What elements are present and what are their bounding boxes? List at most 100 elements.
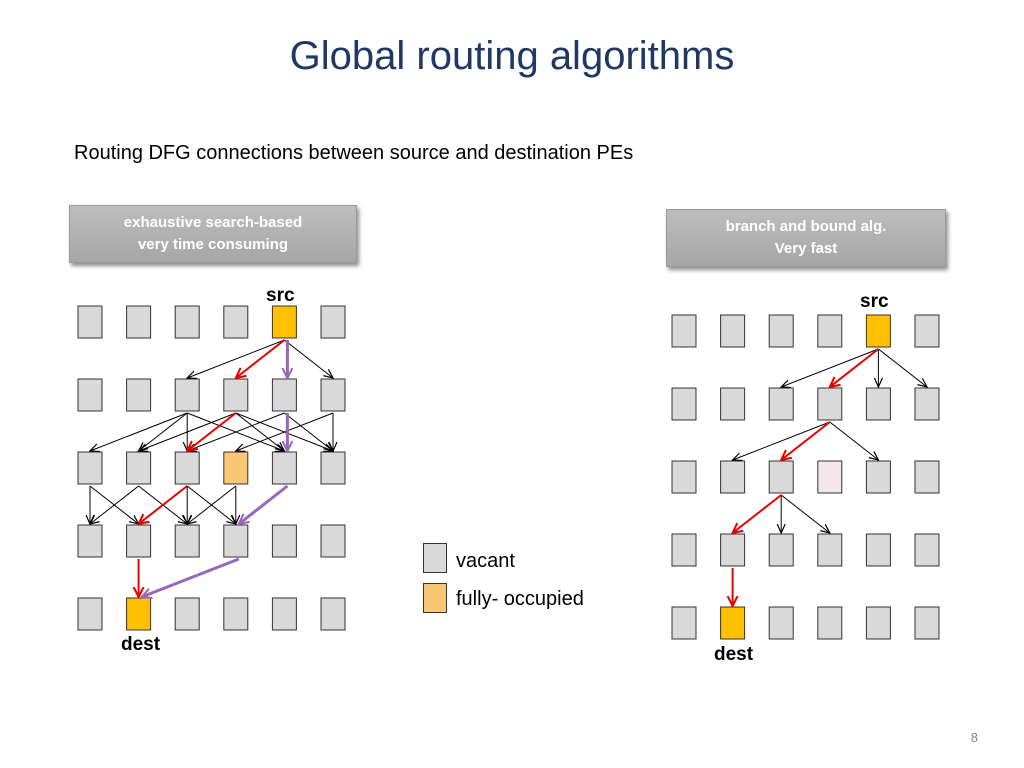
- right-pe-r3-c1: [720, 533, 746, 567]
- right-pe-r4-c5: [914, 606, 940, 640]
- left-search-edge: [284, 339, 333, 378]
- right-pe-r0-c2: [768, 314, 794, 348]
- left-search-edge: [187, 339, 285, 378]
- left-pe-r4-c2: [174, 597, 200, 631]
- left-pe-r4-c4: [271, 597, 297, 631]
- left-pe-r2-c5: [320, 451, 346, 485]
- left-pe-r0-c5: [320, 305, 346, 339]
- left-pe-r0-c4: [271, 305, 297, 339]
- left-search-edge: [187, 485, 237, 524]
- left-dest-label: dest: [121, 634, 161, 655]
- right-pe-r4-c2: [768, 606, 794, 640]
- left-search-edges: [90, 339, 334, 597]
- left-search-edge: [90, 485, 139, 524]
- right-pe-r3-c3: [817, 533, 843, 567]
- left-pe-r2-c2: [174, 451, 200, 485]
- left-pe-r1-c4: [271, 378, 297, 412]
- left-pe-r1-c3: [223, 378, 249, 412]
- right-pe-r3-c0: [671, 533, 697, 567]
- left-search-edge: [187, 412, 285, 451]
- page-title: Global routing algorithms: [289, 34, 735, 78]
- left-purple-path-segment: [239, 484, 289, 524]
- right-pe-r4-c1: [720, 606, 746, 640]
- right-pe-r3-c2: [768, 533, 794, 567]
- right-pe-r2-c1: [720, 460, 746, 494]
- right-search-edge: [878, 348, 927, 387]
- left-pe-r2-c4: [271, 451, 297, 485]
- left-pe-r4-c0: [77, 597, 103, 631]
- exhaustive-search-callout: exhaustive search-based very time consum…: [69, 205, 357, 263]
- right-pe-r1-c3: [817, 387, 843, 421]
- left-purple-path-segment: [142, 557, 240, 597]
- left-search-edge: [90, 412, 188, 451]
- right-red-path-segment: [733, 494, 782, 533]
- branch-and-bound-callout: branch and bound alg. Very fast: [666, 209, 946, 267]
- left-red-path-segment: [236, 339, 286, 378]
- right-pe-r4-c3: [817, 606, 843, 640]
- right-search-edges: [733, 348, 927, 606]
- right-pe-r0-c0: [671, 314, 697, 348]
- callout-line-1: exhaustive search-based: [123, 214, 303, 231]
- right-search-edge: [780, 494, 830, 533]
- left-pe-r1-c1: [126, 378, 152, 412]
- right-pe-r1-c2: [768, 387, 794, 421]
- right-red-path-segment: [830, 348, 880, 387]
- legend-vacant-label: vacant: [456, 550, 515, 572]
- right-pe-r4-c0: [671, 606, 697, 640]
- right-pe-r0-c5: [914, 314, 940, 348]
- right-pe-grid: [671, 314, 940, 640]
- callout-line-2: Very fast: [774, 240, 838, 257]
- right-pe-r3-c4: [865, 533, 891, 567]
- right-pe-r2-c0: [671, 460, 697, 494]
- right-pe-r0-c4: [865, 314, 891, 348]
- left-red-path-segment: [187, 412, 237, 451]
- right-pe-r3-c5: [914, 533, 940, 567]
- left-pe-r2-c3: [223, 451, 249, 485]
- right-pe-r1-c0: [671, 387, 697, 421]
- right-search-edge: [781, 348, 879, 387]
- left-pe-r3-c1: [126, 524, 152, 558]
- right-pe-r1-c5: [914, 387, 940, 421]
- right-pe-r1-c4: [865, 387, 891, 421]
- left-pe-r1-c0: [77, 378, 103, 412]
- left-pe-r0-c3: [223, 305, 249, 339]
- left-pe-r4-c3: [223, 597, 249, 631]
- right-pe-r2-c5: [914, 460, 940, 494]
- right-src-label: src: [860, 291, 889, 312]
- left-search-edge: [284, 412, 333, 451]
- left-pe-r3-c2: [174, 524, 200, 558]
- left-pe-r0-c0: [77, 305, 103, 339]
- callout-line-2: very time consuming: [137, 236, 289, 253]
- left-pe-r0-c2: [174, 305, 200, 339]
- left-search-edge: [139, 412, 236, 451]
- left-pe-r0-c1: [126, 305, 152, 339]
- right-pe-r2-c3: [817, 460, 843, 494]
- right-pe-r1-c1: [720, 387, 746, 421]
- left-src-label: src: [266, 285, 295, 306]
- page-number: 8: [970, 730, 978, 745]
- right-search-edge: [733, 421, 830, 460]
- left-pe-r3-c4: [271, 524, 297, 558]
- right-search-edge: [829, 421, 879, 460]
- left-pe-grid: [77, 305, 346, 631]
- left-pe-r3-c3: [223, 524, 249, 558]
- legend-occupied-label: fully- occupied: [456, 588, 584, 610]
- left-search-edge: [139, 412, 188, 451]
- legend-vacant-swatch: [423, 543, 447, 573]
- left-pe-r3-c5: [320, 524, 346, 558]
- left-pe-r2-c1: [126, 451, 152, 485]
- legend-occupied-swatch: [423, 583, 447, 613]
- left-pe-r3-c0: [77, 524, 103, 558]
- left-pe-r4-c5: [320, 597, 346, 631]
- left-pe-r2-c0: [77, 451, 103, 485]
- left-search-edge: [235, 412, 285, 451]
- subtitle: Routing DFG connections between source a…: [74, 142, 634, 164]
- right-pe-r2-c2: [768, 460, 794, 494]
- right-pe-r0-c3: [817, 314, 843, 348]
- left-pe-r4-c1: [126, 597, 152, 631]
- right-pe-r0-c1: [720, 314, 746, 348]
- right-red-path-segment: [781, 421, 831, 460]
- left-search-edge: [236, 412, 334, 451]
- left-pe-r1-c2: [174, 378, 200, 412]
